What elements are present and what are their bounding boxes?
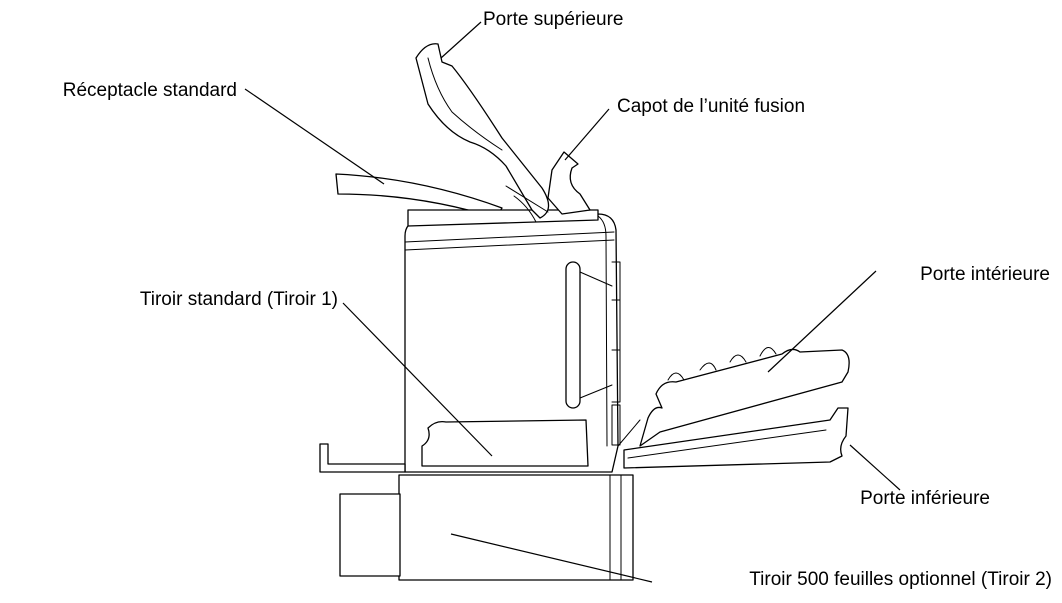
leader-top-door [440,21,482,59]
top-door [407,43,599,227]
label-optional-tray: Tiroir 500 feuilles optionnel (Tiroir 2) [749,569,1052,590]
leader-fuser-cover [564,108,610,161]
leader-inner-door [767,270,877,373]
label-lower-door: Porte inférieure [860,488,990,509]
standard-tray [319,419,589,473]
optional-tray-unit [339,474,634,581]
label-standard-tray: Tiroir standard (Tiroir 1) [140,289,338,310]
fuser-cover [547,151,591,215]
lower-door [623,407,849,469]
inner-door [617,347,850,447]
label-top-door: Porte supérieure [483,9,623,30]
leader-lower-door [849,444,901,491]
printer-body [404,213,621,473]
label-fuser-cover: Capot de l’unité fusion [617,96,805,117]
label-standard-output-tray: Réceptacle standard [63,80,237,101]
label-inner-door: Porte intérieure [920,264,1050,285]
leader-standard-output-tray [244,88,385,185]
leader-optional-tray [450,533,653,583]
leader-standard-tray [342,302,493,457]
